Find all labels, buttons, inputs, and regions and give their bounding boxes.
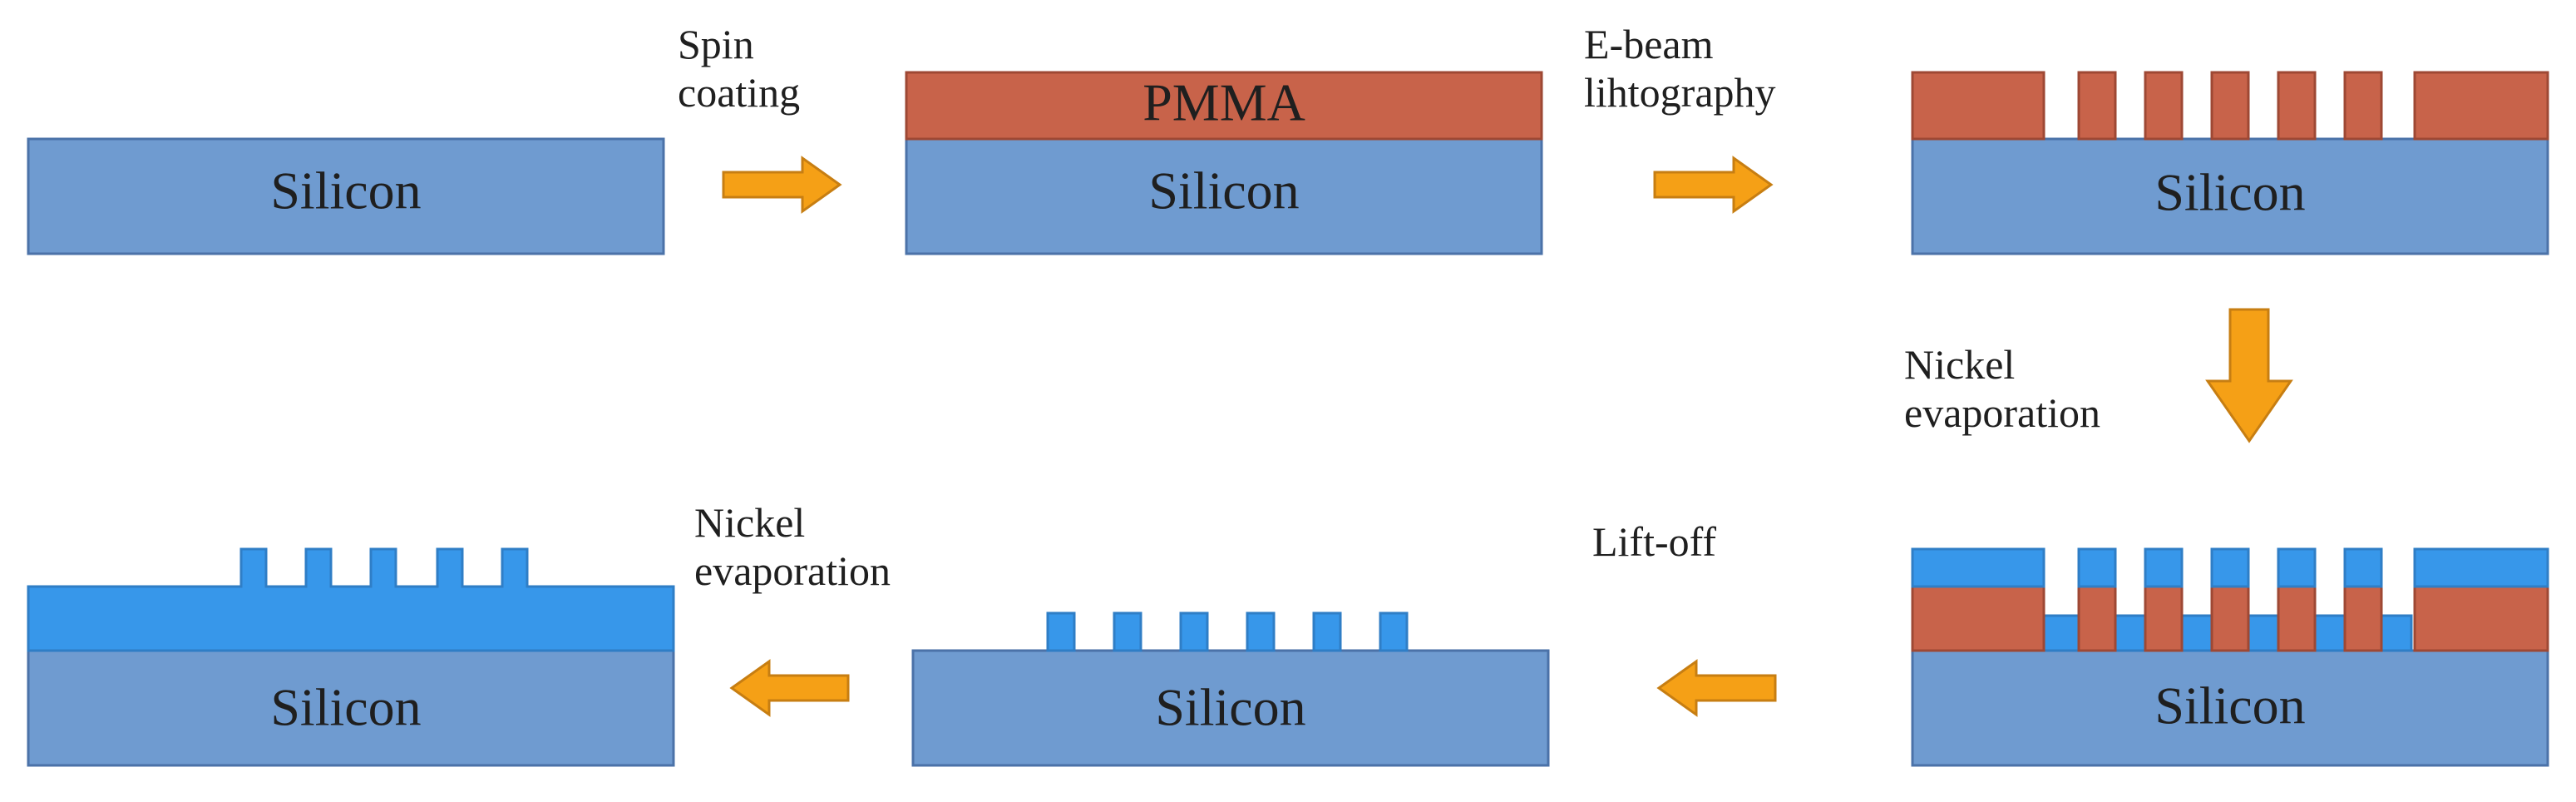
step-label-line: Lift-off <box>1592 518 1716 565</box>
nickel-pillar <box>1246 611 1276 652</box>
pmma-pillar <box>2210 71 2250 141</box>
step-label-line: Spin <box>678 21 754 67</box>
step-label-nickel-evaporation: Nickel evaporation <box>694 499 891 594</box>
nickel-cap <box>2210 547 2250 588</box>
panel-nickel-pillars: Silicon <box>911 611 1550 767</box>
silicon-substrate <box>905 137 1543 255</box>
panel-patterned-pmma: Silicon <box>1911 71 2549 255</box>
nickel-cap <box>2077 547 2117 588</box>
pmma-pillar <box>2210 585 2250 652</box>
arrow-left-icon <box>729 659 850 717</box>
step-label-line: lihtography <box>1584 69 1776 116</box>
pmma-block <box>2413 585 2549 652</box>
nickel-pillar <box>1046 611 1076 652</box>
silicon-label: Silicon <box>1148 161 1299 220</box>
silicon-substrate <box>27 137 665 255</box>
pmma-pillar <box>2277 585 2317 652</box>
nickel-cap <box>2277 547 2317 588</box>
nickel-cap <box>2343 547 2383 588</box>
pmma-pillar <box>2077 71 2117 141</box>
step-label-spin-coating: Spin coating <box>678 21 800 116</box>
pmma-pillar <box>2343 585 2383 652</box>
step-label-nickel-evaporation: Nickel evaporation <box>1904 341 2100 436</box>
pmma-pillar <box>2077 585 2117 652</box>
panel-pmma-coated: Silicon PMMA <box>905 71 1543 255</box>
silicon-substrate <box>911 649 1550 767</box>
silicon-substrate <box>1911 137 2549 255</box>
step-label-line: Nickel <box>1904 341 2015 388</box>
step-label-line: evaporation <box>694 547 891 594</box>
panel-nickel-over-pmma: Silicon <box>1911 547 2549 767</box>
nickel-pillar <box>1179 611 1209 652</box>
nickel-cap <box>2413 547 2549 588</box>
panel-nickel-film: Silicon <box>27 547 675 767</box>
silicon-substrate <box>27 649 675 767</box>
arrow-right-icon <box>722 156 842 214</box>
nickel-pillar <box>1312 611 1342 652</box>
nickel-film-with-pillars <box>27 547 675 652</box>
panel-bare-silicon: Silicon <box>27 137 665 255</box>
step-label-line: E-beam <box>1584 21 1714 67</box>
nickel-cap <box>2144 547 2184 588</box>
step-label-lift-off: Lift-off <box>1592 518 1716 565</box>
silicon-label: Silicon <box>270 161 421 220</box>
pmma-pillar <box>2144 71 2184 141</box>
step-label-ebeam-lithography: E-beam lihtography <box>1584 21 1776 116</box>
nickel-pillar <box>1379 611 1409 652</box>
pmma-pillar <box>2277 71 2317 141</box>
nickel-pillar <box>1113 611 1142 652</box>
pmma-block <box>2413 71 2549 141</box>
step-label-line: coating <box>678 69 800 116</box>
step-label-line: evaporation <box>1904 389 2100 436</box>
silicon-label: Silicon <box>1155 678 1305 737</box>
pmma-block <box>1911 585 2046 652</box>
step-label-line: Nickel <box>694 499 805 546</box>
pmma-block <box>1911 71 2046 141</box>
arrow-right-icon <box>1653 156 1774 214</box>
pmma-layer <box>905 71 1543 141</box>
arrow-down-icon <box>2205 308 2293 443</box>
silicon-label: Silicon <box>270 678 421 737</box>
nickel-cap <box>1911 547 2046 588</box>
silicon-substrate <box>1911 649 2549 767</box>
arrow-left-icon <box>1656 659 1777 717</box>
pmma-pillar <box>2343 71 2383 141</box>
silicon-label: Silicon <box>2154 676 2305 735</box>
pmma-pillar <box>2144 585 2184 652</box>
silicon-label: Silicon <box>2154 163 2305 222</box>
pmma-label: PMMA <box>1142 73 1305 132</box>
